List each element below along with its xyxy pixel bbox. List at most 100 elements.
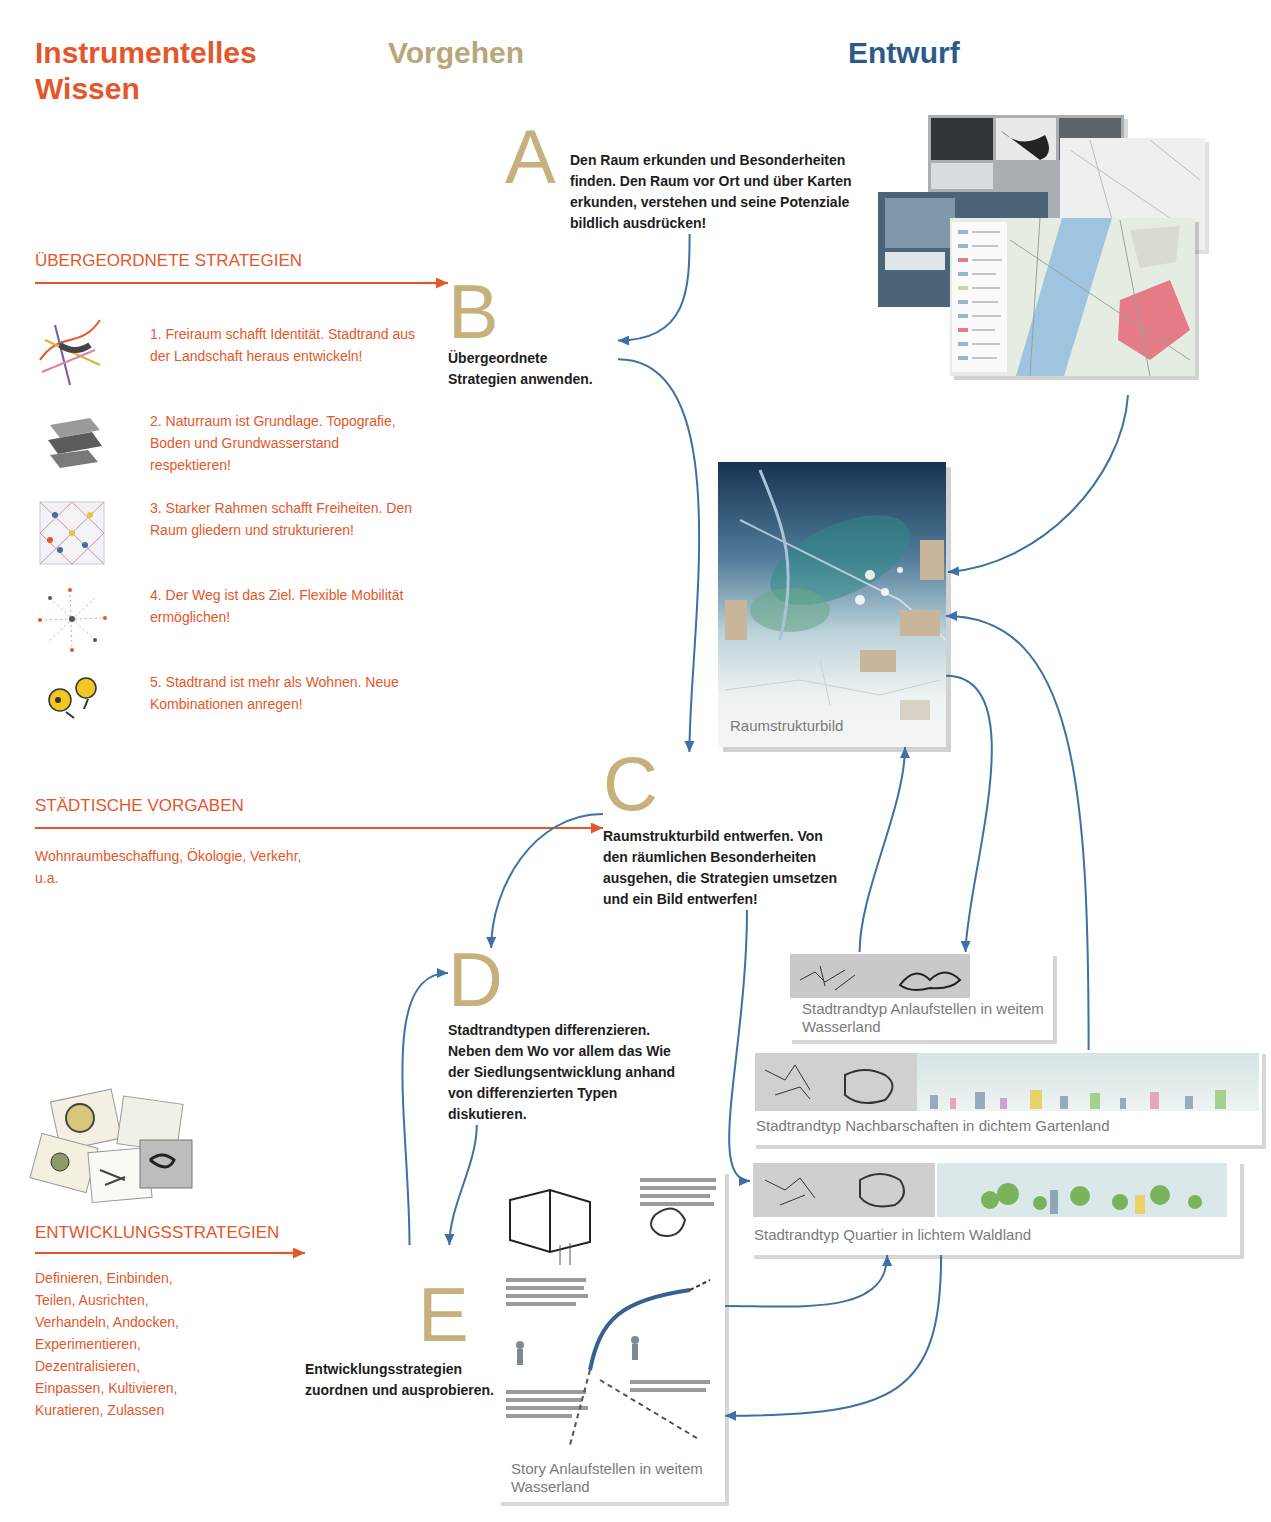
map-stack xyxy=(1010,218,1190,376)
map-stack xyxy=(931,118,993,160)
strategy-icon-3 xyxy=(82,542,88,548)
flow-arrow xyxy=(618,234,690,341)
story-card xyxy=(640,1178,716,1182)
card-nachbarschaften xyxy=(755,1053,917,1111)
map-stack xyxy=(931,163,993,189)
input-arrow xyxy=(279,1252,305,1254)
raumstrukturbild-image xyxy=(750,588,830,632)
story-card xyxy=(590,1290,690,1370)
story-card xyxy=(640,1194,710,1198)
raumstrukturbild-image xyxy=(900,610,940,636)
card-nachbarschaften xyxy=(752,1050,1262,1145)
card-nachbarschaften xyxy=(950,1098,956,1109)
card-quartier xyxy=(1050,1190,1058,1214)
strategy-icon-5 xyxy=(66,699,88,718)
story-card xyxy=(570,1370,700,1445)
map-stack xyxy=(958,286,968,290)
card-quartier xyxy=(937,1163,1227,1217)
raumstrukturbild-image xyxy=(881,588,889,596)
flow-arrow xyxy=(725,1255,941,1416)
map-stack xyxy=(958,272,968,276)
map-stack xyxy=(972,259,1002,261)
image-card: Raumstrukturbild xyxy=(718,462,946,747)
strategy-icon-1 xyxy=(42,350,95,372)
card-nachbarschaften xyxy=(845,1070,893,1103)
card-nachbarschaften xyxy=(1215,1090,1226,1109)
map-stack xyxy=(1130,226,1180,268)
flow-arrow xyxy=(449,1125,476,1245)
strategy-icon-4 xyxy=(40,590,105,650)
map-stack xyxy=(958,258,968,262)
story-card xyxy=(506,1302,576,1306)
map-stack xyxy=(958,230,968,234)
strategy-icon-4 xyxy=(48,596,52,600)
section-heading: ENTWICKLUNGSSTRATEGIEN xyxy=(35,1222,279,1244)
strategy-icon-4 xyxy=(69,616,75,622)
raumstrukturbild-image xyxy=(897,567,903,573)
strategy-icon-3 xyxy=(47,537,53,543)
column-heading: Instrumentelles Wissen xyxy=(35,35,305,107)
column-heading: Vorgehen xyxy=(388,35,628,71)
map-stack xyxy=(958,300,968,304)
strategy-icon-3 xyxy=(87,512,93,518)
map-stack xyxy=(950,218,1195,376)
type-card: Stadtrandtyp Nachbarschaften in dichtem … xyxy=(752,1050,1262,1145)
card-nachbarschaften xyxy=(1030,1090,1042,1109)
card-quartier xyxy=(765,1178,815,1205)
map-stack xyxy=(958,314,968,318)
story-card xyxy=(506,1294,588,1298)
card-quartier xyxy=(753,1163,935,1217)
strategy-item: 2. Naturraum ist Grundlage. Topografie, … xyxy=(150,410,420,497)
step-block: D Stadtrandtypen differenzieren. Neben de… xyxy=(448,948,688,1125)
card-anlaufstellen xyxy=(788,952,1053,1040)
development-cards xyxy=(30,1089,192,1202)
section-text: Definieren, Einbinden, Teilen, Ausrichte… xyxy=(35,1267,185,1421)
strategy-icon-5 xyxy=(76,678,96,698)
card-nachbarschaften xyxy=(1150,1092,1159,1109)
story-card xyxy=(506,1398,582,1402)
flow-arrow xyxy=(729,910,750,1181)
raumstrukturbild-image xyxy=(740,520,946,640)
map-stack xyxy=(972,287,1000,289)
card-anlaufstellen xyxy=(900,973,960,990)
map-stack xyxy=(958,342,968,346)
card-caption: Raumstrukturbild xyxy=(730,717,938,735)
strategy-icon-1 xyxy=(40,320,100,385)
step-letter: A xyxy=(505,125,570,189)
card-nachbarschaften xyxy=(1185,1096,1193,1109)
card-caption: Story Anlaufstellen in weitem Wasserland xyxy=(511,1460,717,1496)
raumstrukturbild-image xyxy=(855,567,903,605)
strategy-icon-3 xyxy=(40,502,104,564)
map-stack xyxy=(958,356,968,360)
card-quartier xyxy=(1188,1195,1202,1209)
map-stack xyxy=(952,222,1007,372)
strategy-icon-5 xyxy=(49,689,71,711)
story-card xyxy=(630,1388,706,1392)
card-caption: Stadtrandtyp Nachbarschaften in dichtem … xyxy=(756,1117,1254,1135)
step-letter: C xyxy=(603,752,843,816)
strategy-icon-3 xyxy=(57,547,63,553)
strategy-icon-2 xyxy=(48,418,102,468)
story-card xyxy=(497,1170,725,1502)
card-caption: Stadtrandtyp Anlaufstellen in weitem Was… xyxy=(802,1000,1045,1036)
strategy-icon-1 xyxy=(40,320,100,360)
strategy-icon-4 xyxy=(93,638,97,642)
story-card xyxy=(497,1170,729,1506)
strategy-icon-1 xyxy=(60,345,90,350)
flow-arrow xyxy=(860,747,905,952)
step-letter: D xyxy=(448,948,688,1012)
card-quartier xyxy=(981,1191,999,1209)
development-cards xyxy=(66,1104,94,1132)
strategy-item: 4. Der Weg ist das Ziel. Flexible Mobili… xyxy=(150,584,420,671)
strategy-item: 1. Freiraum schafft Identität. Stadtrand… xyxy=(150,323,420,410)
step-text: Stadtrandtypen differenzieren. Neben dem… xyxy=(448,1020,688,1125)
story-card xyxy=(631,1336,639,1344)
card-quartier xyxy=(750,1160,1244,1259)
card-anlaufstellen xyxy=(800,966,855,990)
step-block: CRaumstrukturbild entwerfen. Von den räu… xyxy=(603,752,843,910)
map-stack xyxy=(996,118,1056,160)
card-quartier xyxy=(981,1183,1202,1210)
strategy-icon-4 xyxy=(38,588,107,652)
story-card xyxy=(516,1336,639,1365)
orange-underline xyxy=(35,1252,300,1254)
